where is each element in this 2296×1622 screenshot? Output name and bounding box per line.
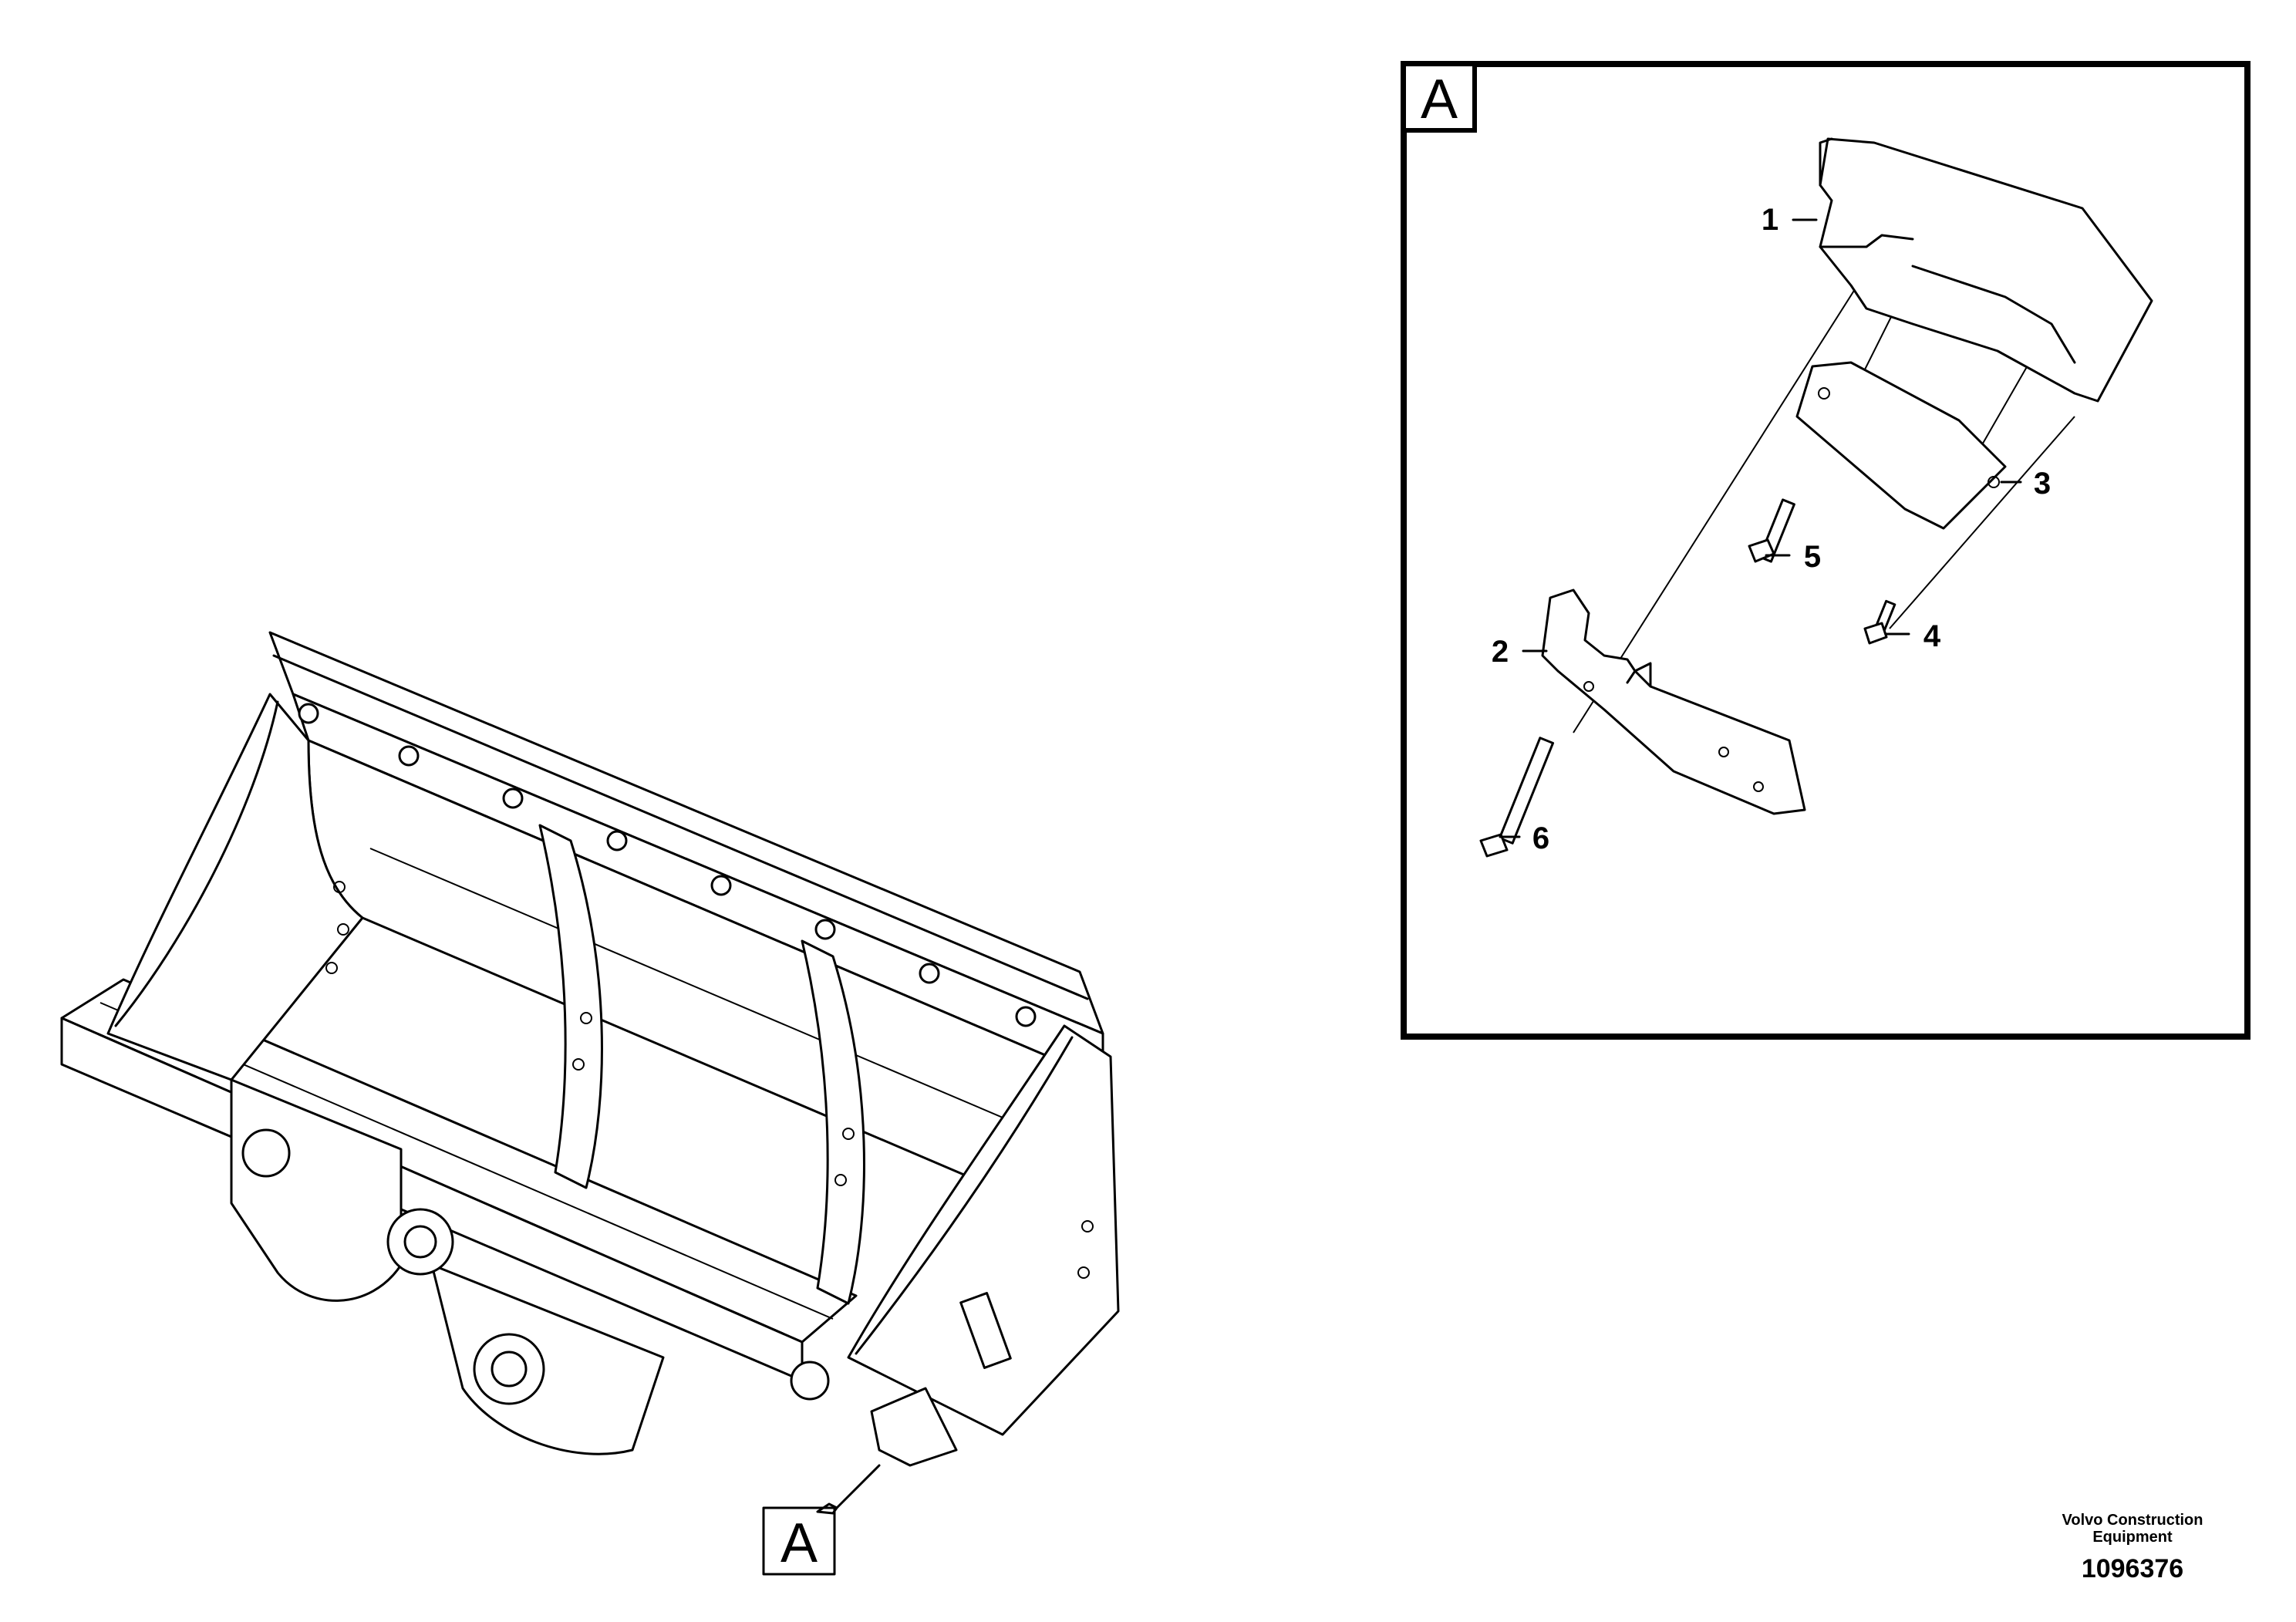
detail-a-leader [835,1464,881,1509]
callout-numbers: 1 2 3 4 5 6 [1492,203,2051,855]
callout-1: 1 [1762,203,1778,237]
bucket-assembly [60,631,1120,1467]
detail-a-marker: A [762,1506,836,1576]
detail-parts [1479,137,2153,858]
callout-5: 5 [1804,540,1821,574]
callout-leaders [1499,218,2022,838]
part-3-bracket [1795,361,2007,530]
detail-a-marker-letter: A [781,1512,818,1574]
callout-3: 3 [2034,467,2051,501]
bolt-4 [1863,599,1896,645]
bolt-5 [1748,498,1795,563]
part-2-plate [1541,588,1806,815]
company-name: Volvo Construction Equipment [2062,1512,2203,1546]
part-1-cover [1819,137,2153,403]
detail-frame-letter: A [1421,69,1458,130]
document-number: 1096376 [2081,1554,2184,1583]
callout-6: 6 [1532,821,1549,855]
bolt-6 [1479,737,1555,858]
callout-2: 2 [1492,635,1509,669]
top-bolts [298,703,1037,1027]
detail-a-frame: A [1401,61,2250,1040]
callout-4: 4 [1923,619,1941,653]
